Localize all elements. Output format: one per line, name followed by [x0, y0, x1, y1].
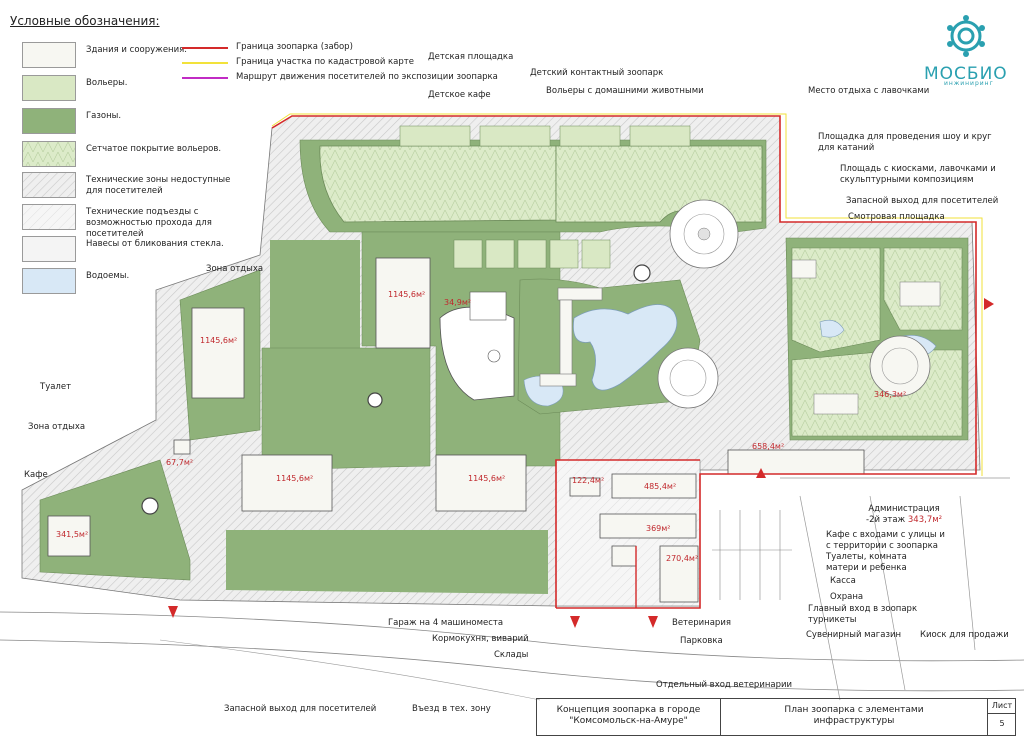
label-kiosk-square: Площадь с киосками, лавочками и скульпту… [840, 164, 996, 185]
legend-line-swatch [182, 47, 228, 49]
legend-swatch-enclosures [22, 75, 76, 101]
area-label: 1145,6м² [276, 474, 314, 483]
label-kiosk-sale: Киоск для продажи [920, 630, 1009, 640]
label-emergency-exit-top: Запасной выход для посетителей [846, 196, 999, 206]
area-label: 1145,6м² [388, 290, 426, 299]
legend-line-fence: Граница зоопарка (забор) [182, 42, 442, 54]
legend-label: Здания и сооружения. [86, 45, 187, 55]
legend-line-swatch [182, 62, 228, 64]
area-label: 658,4м² [752, 442, 785, 451]
area-label: 67,7м² [166, 458, 194, 467]
legend-label: Газоны. [86, 111, 122, 121]
title-block: Концепция зоопарка в городе "Комсомольск… [536, 698, 1016, 736]
sheet-number: 5 [999, 719, 1005, 728]
area-label: 485,4м² [644, 482, 677, 491]
legend-label: Технические зоны недоступные для посетит… [86, 175, 231, 196]
legend-label: Технические подъезды с возможностью прох… [86, 207, 212, 239]
label-parking: Парковка [680, 636, 723, 646]
legend-item-tech-access: Технические подъезды с возможностью прох… [22, 204, 242, 239]
label-viewing-platform: Смотровая площадка [848, 212, 945, 222]
label-contact-zoo: Детский контактный зоопарк [530, 68, 664, 78]
sheet-number-cell: Лист 5 [987, 699, 1016, 735]
label-domestic-enclosures: Вольеры с домашними животными [546, 86, 704, 96]
label-rest-zone-left: Зона отдыха [28, 422, 86, 432]
project-title: Концепция зоопарка в городе "Комсомольск… [537, 699, 721, 735]
legend-item-enclosures: Вольеры. [22, 75, 242, 103]
legend-line-cadastral: Граница участка по кадастровой карте [182, 57, 442, 69]
label-admin-area: 343,7м² [907, 515, 943, 525]
legend-item-ponds: Водоемы. [22, 268, 242, 296]
legend-swatch-canopies [22, 236, 76, 262]
label-show-area: Площадка для проведения шоу и круг для к… [818, 132, 992, 153]
sheet-label: Лист [988, 699, 1016, 714]
legend-label: Водоемы. [86, 271, 130, 281]
area-label: 1145,6м² [200, 336, 238, 345]
legend-label: Сетчатое покрытие вольеров. [86, 144, 222, 154]
label-security: Охрана [830, 592, 864, 602]
legend-line-swatch [182, 77, 228, 79]
legend-swatch-tech-zones [22, 172, 76, 198]
legend-item-canopies: Навесы от бликования стекла. [22, 236, 242, 264]
label-souvenir: Сувенирный магазин [806, 630, 902, 640]
legend-item-buildings: Здания и сооружения. [22, 42, 242, 70]
label-cafe: Кафе [24, 470, 48, 480]
label-garage: Гараж на 4 машиноместа [388, 618, 504, 628]
area-label: 341,5м² [56, 530, 89, 539]
legend-line-label: Граница участка по кадастровой карте [236, 57, 414, 67]
legend-swatch-buildings [22, 42, 76, 68]
label-warehouses: Склады [494, 650, 529, 660]
legend-swatch-ponds [22, 268, 76, 294]
legend-line-label: Граница зоопарка (забор) [236, 42, 353, 52]
label-admin-text: Администрация -2й этаж [866, 504, 940, 525]
legend-swatch-tech-access [22, 204, 76, 230]
mosbio-logo-icon [947, 15, 985, 57]
legend-title: Условные обозначения: [10, 14, 160, 28]
legend-line-label: Маршрут движения посетителей по экспозиц… [236, 72, 498, 82]
label-rest-zone-top: Зона отдыха [206, 264, 264, 274]
label-admin: Администрация -2й этаж 343,7м² [866, 504, 942, 526]
label-cafe-entrances: Кафе с входами с улицы и с территории с … [826, 530, 945, 551]
label-tech-entry: Въезд в тех. зону [412, 704, 491, 714]
label-feed-kitchen: Кормокухня, виварий [432, 634, 529, 644]
legend-item-mesh: Сетчатое покрытие вольеров. [22, 141, 242, 169]
area-label: 346,3м² [874, 390, 907, 399]
legend-swatch-lawns [22, 108, 76, 134]
label-toilets-mother: Туалеты, комната матери и ребенка [826, 552, 907, 573]
logo-name: МОСБИО [924, 64, 1008, 84]
legend-label: Вольеры. [86, 78, 128, 88]
area-label: 34,9м² [444, 298, 472, 307]
legend-label: Навесы от бликования стекла. [86, 239, 224, 249]
legend-line-route: Маршрут движения посетителей по экспозиц… [182, 72, 498, 84]
area-label: 270,4м² [666, 554, 699, 563]
legend-swatch-mesh [22, 141, 76, 167]
label-cashier: Касса [830, 576, 856, 586]
label-kids-playground: Детская площадка [428, 52, 514, 62]
legend-item-tech-zones: Технические зоны недоступные для посетит… [22, 172, 242, 200]
area-label: 369м² [646, 524, 671, 533]
legend-item-lawns: Газоны. [22, 108, 242, 136]
label-main-entrance: Главный вход в зоопарк турникеты [808, 604, 918, 625]
label-vet-entrance: Отдельный вход ветеринарии [656, 680, 793, 690]
label-veterinary: Ветеринария [672, 618, 731, 628]
label-kids-cafe: Детское кафе [428, 90, 491, 100]
label-emergency-exit-bottom: Запасной выход для посетителей [224, 704, 377, 714]
label-rest-place: Место отдыха с лавочками [808, 86, 930, 96]
area-label: 122,4м² [572, 476, 605, 485]
logo-subtitle: инжиниринг [944, 80, 994, 87]
label-toilet: Туалет [40, 382, 72, 392]
sheet-title: План зоопарка с элементами инфраструктур… [784, 705, 924, 726]
area-label: 1145,6м² [468, 474, 506, 483]
